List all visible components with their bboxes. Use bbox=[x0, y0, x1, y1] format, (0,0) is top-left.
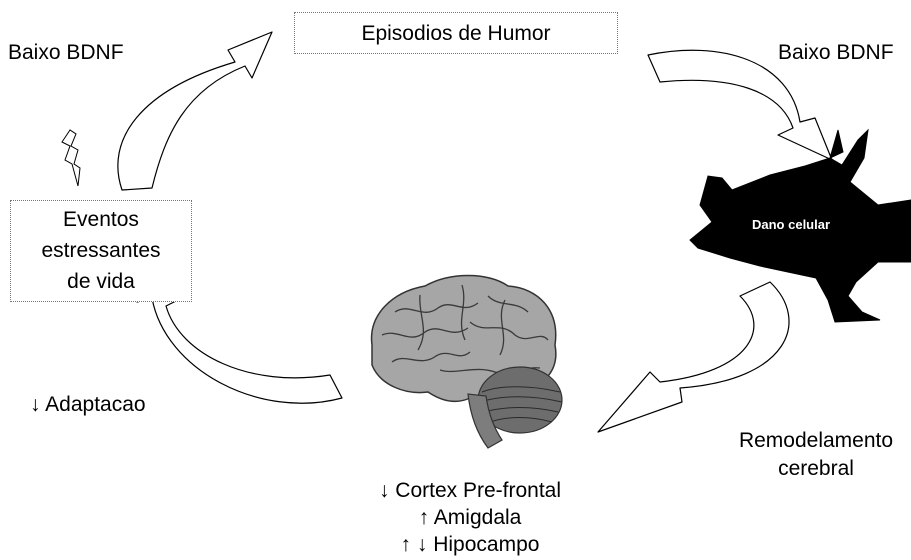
effect-hippocampus: ↑ ↓ Hipocampo bbox=[400, 533, 540, 556]
node-stressful-events: Eventos estressantes de vida bbox=[10, 200, 192, 302]
label-brain-remodeling-line1: Remodelamento bbox=[738, 429, 894, 452]
node-mood-episodes-label: Episodios de Humor bbox=[361, 22, 551, 45]
arrow-stress-to-mood bbox=[117, 31, 273, 191]
node-mood-episodes: Episodios de Humor bbox=[294, 12, 618, 54]
node-stressful-events-line3: de vida bbox=[67, 270, 135, 293]
label-low-bdnf-right: Baixo BDNF bbox=[778, 41, 894, 64]
brain-image bbox=[370, 274, 563, 449]
node-cell-damage-label: Dano celular bbox=[752, 217, 831, 232]
arrow-mood-to-damage bbox=[647, 49, 833, 161]
label-reduced-adaptation: ↓ Adaptacao bbox=[30, 393, 146, 416]
cell-damage-shape bbox=[689, 128, 911, 323]
effect-prefrontal-cortex: ↓ Cortex Pre-frontal bbox=[378, 479, 562, 502]
effect-amygdala: ↑ Amigdala bbox=[418, 506, 522, 529]
node-stressful-events-line2: estressantes bbox=[41, 239, 161, 262]
label-low-bdnf-left: Baixo BDNF bbox=[8, 41, 124, 64]
node-stressful-events-line1: Eventos bbox=[63, 208, 139, 231]
label-brain-remodeling-line2: cerebral bbox=[778, 457, 854, 480]
arrow-damage-to-brain bbox=[597, 281, 790, 433]
lightning-bolt-icon bbox=[61, 129, 81, 187]
